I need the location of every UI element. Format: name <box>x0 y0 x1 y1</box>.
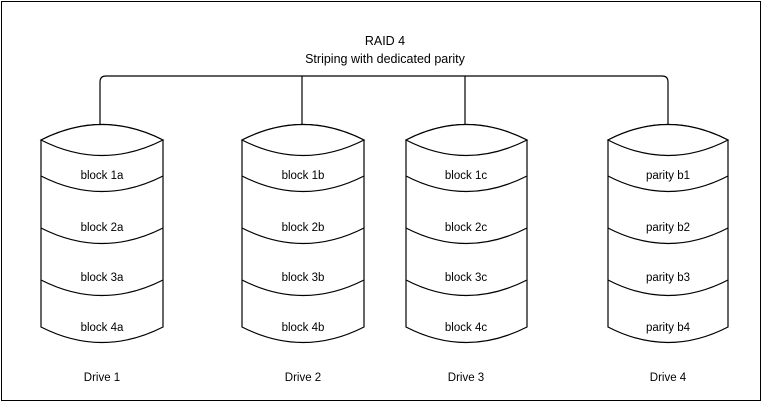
drive-3-divider-3 <box>405 279 528 297</box>
drive-2-label: Drive 2 <box>285 372 321 384</box>
drive-1-group[interactable]: block 1a block 2a block 3a block 4a Driv… <box>39 123 165 385</box>
drive-1-block-1-label: block 1a <box>81 170 124 182</box>
drive-1-block-4-label: block 4a <box>81 322 124 334</box>
drive-3-divider-1 <box>405 175 528 193</box>
drive-4-block-4-label: parity b4 <box>646 322 691 334</box>
drive-1-divider-2 <box>40 227 164 245</box>
drive-2-cylinder-top <box>240 123 366 157</box>
drive-3-group[interactable]: block 1c block 2c block 3c block 4c Driv… <box>404 123 529 385</box>
drive-4-block-3-label: parity b3 <box>646 272 690 284</box>
drive-3-label: Drive 3 <box>448 372 484 384</box>
drive-4-divider-3 <box>607 279 729 297</box>
diagram-title: RAID 4 <box>365 34 405 48</box>
drive-3-cylinder-top <box>404 123 529 157</box>
drive-bus-connector <box>99 75 669 131</box>
drive-2-block-2-label: block 2b <box>282 222 325 234</box>
drive-1-label: Drive 1 <box>84 372 120 384</box>
drive-2-block-4-label: block 4b <box>282 322 325 334</box>
diagram-subtitle: Striping with dedicated parity <box>305 52 466 66</box>
drive-2-divider-2 <box>241 227 365 245</box>
drive-2-block-3-label: block 3b <box>282 272 325 284</box>
drive-2-block-1-label: block 1b <box>282 170 325 182</box>
drive-1-divider-1 <box>40 175 164 193</box>
drive-3-block-4-label: block 4c <box>445 322 487 334</box>
bus-bracket-path <box>99 75 669 131</box>
drive-1-block-2-label: block 2a <box>81 222 124 234</box>
drive-3-block-3-label: block 3c <box>445 272 487 284</box>
drive-4-block-2-label: parity b2 <box>646 222 690 234</box>
drive-4-divider-1 <box>607 175 729 193</box>
drive-4-label: Drive 4 <box>650 372 687 384</box>
drive-1-divider-3 <box>40 279 164 297</box>
drive-2-divider-3 <box>241 279 365 297</box>
drive-3-block-1-label: block 1c <box>445 170 487 182</box>
drive-3-block-2-label: block 2c <box>445 222 487 234</box>
drive-1-cylinder-top <box>39 123 165 157</box>
drive-4-group[interactable]: parity b1 parity b2 parity b3 parity b4 … <box>606 123 730 385</box>
drive-4-block-1-label: parity b1 <box>646 170 690 182</box>
drive-2-group[interactable]: block 1b block 2b block 3b block 4b Driv… <box>240 123 366 385</box>
drive-2-divider-1 <box>241 175 365 193</box>
drive-3-divider-2 <box>405 227 528 245</box>
drive-1-block-3-label: block 3a <box>81 272 124 284</box>
drive-4-divider-2 <box>607 227 729 245</box>
drive-4-cylinder-top <box>606 123 730 157</box>
